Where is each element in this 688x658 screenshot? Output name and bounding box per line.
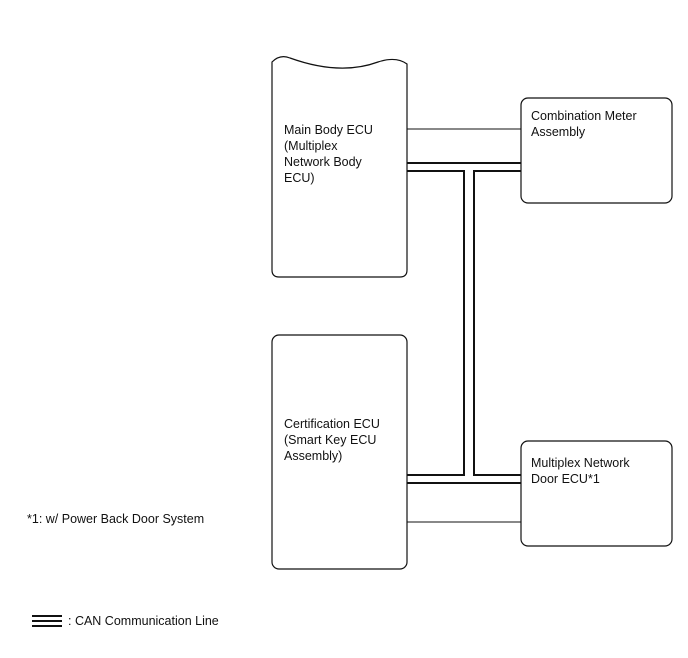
main-body-ecu-label: Main Body ECU (Multiplex Network Body EC… xyxy=(284,123,373,185)
can-bus xyxy=(407,162,521,484)
multiplex-door-ecu-label: Multiplex Network Door ECU*1 xyxy=(531,456,630,486)
can-wire-inner-top-left xyxy=(407,170,465,476)
can-wire-inner-top-right xyxy=(473,170,521,476)
main-body-ecu-box xyxy=(271,56,408,278)
combination-meter-label: Combination Meter Assembly xyxy=(531,109,637,139)
legend-can-symbol xyxy=(32,615,62,627)
legend-can-label: : CAN Communication Line xyxy=(68,614,219,628)
combination-meter-box xyxy=(520,97,673,204)
footnote: *1: w/ Power Back Door System xyxy=(27,512,205,526)
certification-ecu-label: Certification ECU (Smart Key ECU Assembl… xyxy=(284,417,380,463)
multiplex-door-ecu-box xyxy=(520,440,673,547)
certification-ecu-box xyxy=(271,334,408,570)
